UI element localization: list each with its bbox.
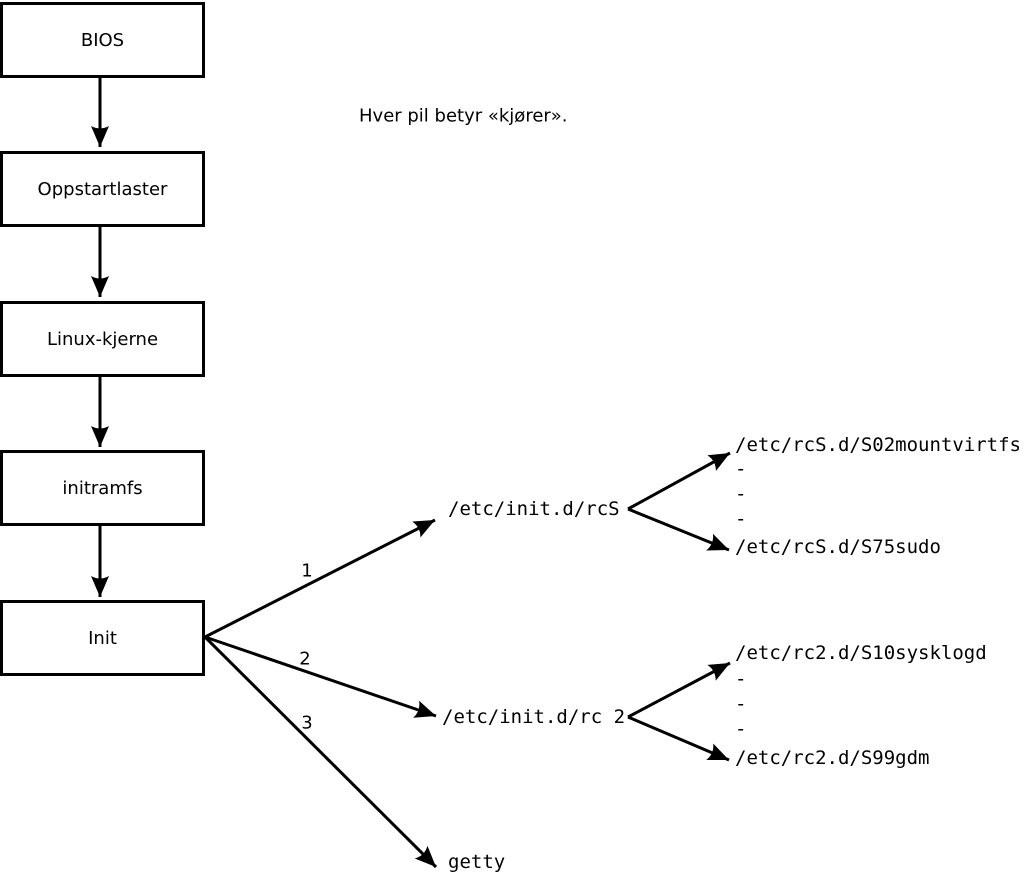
arrow-rc2-to-s99gdm — [627, 715, 730, 762]
arrow-rcs-to-s02mountvirtfs — [627, 451, 731, 511]
branch-3-number: 3 — [301, 712, 313, 734]
rcs-entry-dash-3: - — [735, 508, 747, 530]
rc2-entry-dash-3: - — [735, 718, 747, 740]
rcs-entry-s75sudo: /etc/rcS.d/S75sudo — [735, 536, 941, 558]
box-initramfs: initramfs — [0, 450, 205, 526]
branch-2-number: 2 — [299, 648, 311, 670]
note-text: Hver pil betyr «kjører». — [359, 105, 568, 127]
branch-1-number: 1 — [301, 560, 313, 582]
arrow-init-to-rcs — [204, 518, 436, 639]
rcs-entry-dash-2: - — [735, 483, 747, 505]
rc2-entry-s99gdm: /etc/rc2.d/S99gdm — [735, 747, 930, 769]
arrow-init-to-rc2 — [204, 635, 437, 718]
arrow-rcs-to-s75sudo — [627, 507, 730, 552]
arrow-init-to-getty — [203, 635, 438, 869]
box-initramfs-label: initramfs — [62, 477, 143, 499]
box-oppstartlaster: Oppstartlaster — [0, 151, 205, 227]
box-init: Init — [0, 600, 205, 676]
box-bios: BIOS — [0, 2, 205, 78]
rcs-entry-dash-1: - — [735, 458, 747, 480]
arrow-rc2-to-s10sysklogd — [627, 661, 731, 719]
getty-text: getty — [448, 851, 506, 873]
box-linux-kjerne-label: Linux-kjerne — [46, 328, 159, 350]
box-bios-label: BIOS — [80, 29, 125, 51]
box-linux-kjerne: Linux-kjerne — [0, 301, 205, 377]
rc2-entry-s10sysklogd: /etc/rc2.d/S10sysklogd — [735, 642, 987, 664]
rcs-entry-s02mountvirtfs: /etc/rcS.d/S02mountvirtfs — [735, 434, 1021, 456]
box-init-label: Init — [88, 627, 117, 649]
rc2-entry-dash-2: - — [735, 693, 747, 715]
script-rcs-text: /etc/init.d/rcS — [448, 498, 620, 520]
rc2-entry-dash-1: - — [735, 668, 747, 690]
script-rc2-text: /etc/init.d/rc 2 — [442, 706, 626, 728]
box-oppstartlaster-label: Oppstartlaster — [37, 178, 168, 200]
